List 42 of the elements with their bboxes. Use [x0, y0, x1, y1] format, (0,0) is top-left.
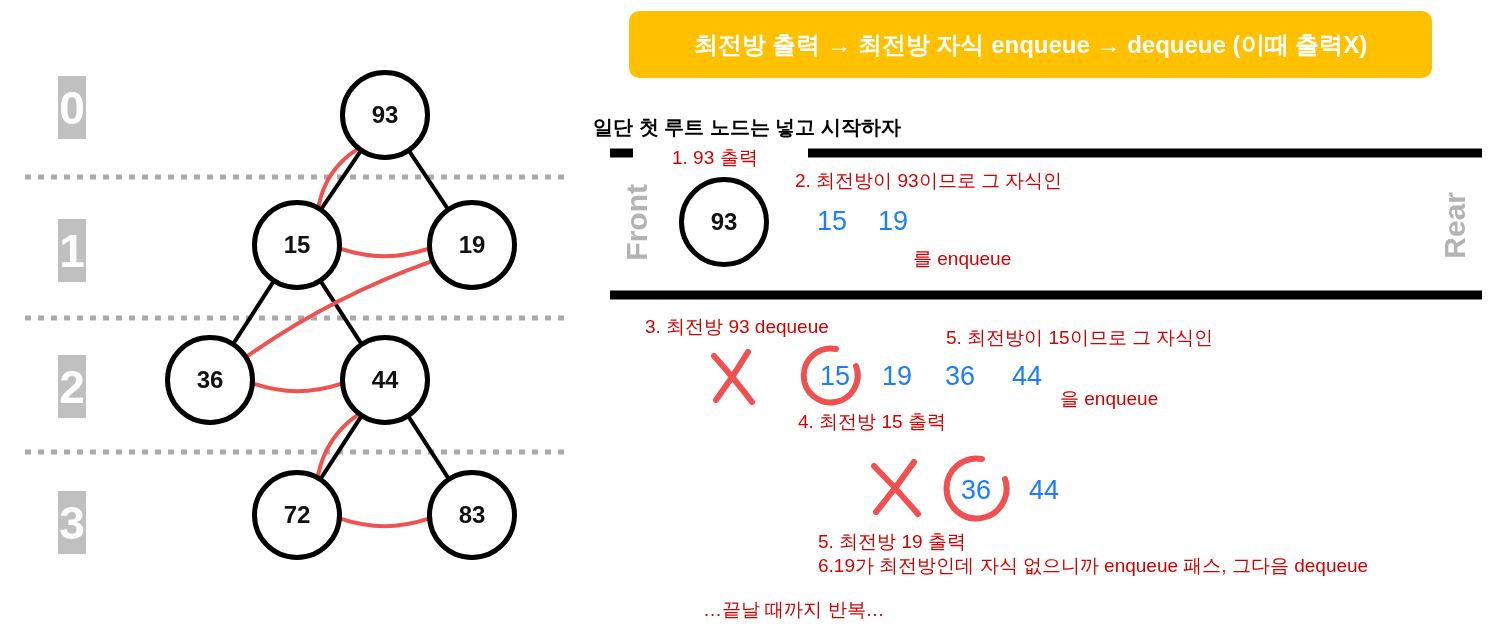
queue-value: 15 [820, 362, 851, 390]
traversal-line [340, 247, 429, 259]
queue-node: 93 [679, 177, 769, 267]
tree-node: 44 [340, 335, 430, 425]
traversal-line [340, 517, 429, 529]
queue-value: 44 [1029, 476, 1060, 504]
step-note: 을 enqueue [1060, 388, 1159, 408]
step-note: 를 enqueue [913, 248, 1012, 268]
step-note: 2. 최전방이 93이므로 그 자식인 [795, 170, 1063, 190]
level-number-box: 3 [58, 491, 86, 554]
tree-edge [232, 280, 275, 345]
queue-end-label: Front [622, 183, 652, 261]
tree-node: 19 [427, 200, 517, 290]
tree-node: 72 [252, 470, 342, 560]
level-number-box: 2 [58, 355, 86, 418]
heading-note: 일단 첫 루트 노드는 넣고 시작하자 [593, 117, 901, 137]
step-note: 4. 최전방 15 출력 [798, 411, 946, 431]
step-note: 5. 최전방 19 출력 [818, 531, 966, 551]
step-note: …끝날 때까지 반복… [703, 599, 885, 619]
queue-value: 19 [882, 362, 913, 390]
step-note: 3. 최전방 93 dequeue [645, 316, 829, 336]
step-note: 6.19가 최전방인데 자식 없으니까 enqueue 패스, 그다음 dequeue [818, 555, 1369, 575]
queue-value: 44 [1012, 362, 1043, 390]
tree-edge [407, 415, 450, 480]
queue-value: 19 [878, 207, 909, 235]
step-note: 1. 93 출력 [672, 147, 758, 167]
step-note: 5. 최전방이 15이므로 그 자식인 [946, 327, 1214, 347]
queue-value: 15 [817, 207, 848, 235]
level-number-box: 0 [58, 76, 86, 139]
level-number-box: 1 [58, 219, 86, 282]
queue-value: 36 [945, 362, 976, 390]
tree-node: 36 [165, 335, 255, 425]
tree-edge [408, 150, 449, 210]
traversal-line [246, 259, 433, 358]
title-banner: 최전방 출력 → 최전방 자식 enqueue → dequeue (이때 출력X) [629, 11, 1432, 78]
tree-node: 93 [340, 70, 430, 160]
tree-edge [319, 280, 363, 345]
traversal-line [253, 382, 342, 394]
queue-value: 36 [961, 476, 992, 504]
queue-end-label: Rear [1440, 191, 1470, 259]
tree-node: 83 [427, 470, 517, 560]
tree-node: 15 [252, 200, 342, 290]
